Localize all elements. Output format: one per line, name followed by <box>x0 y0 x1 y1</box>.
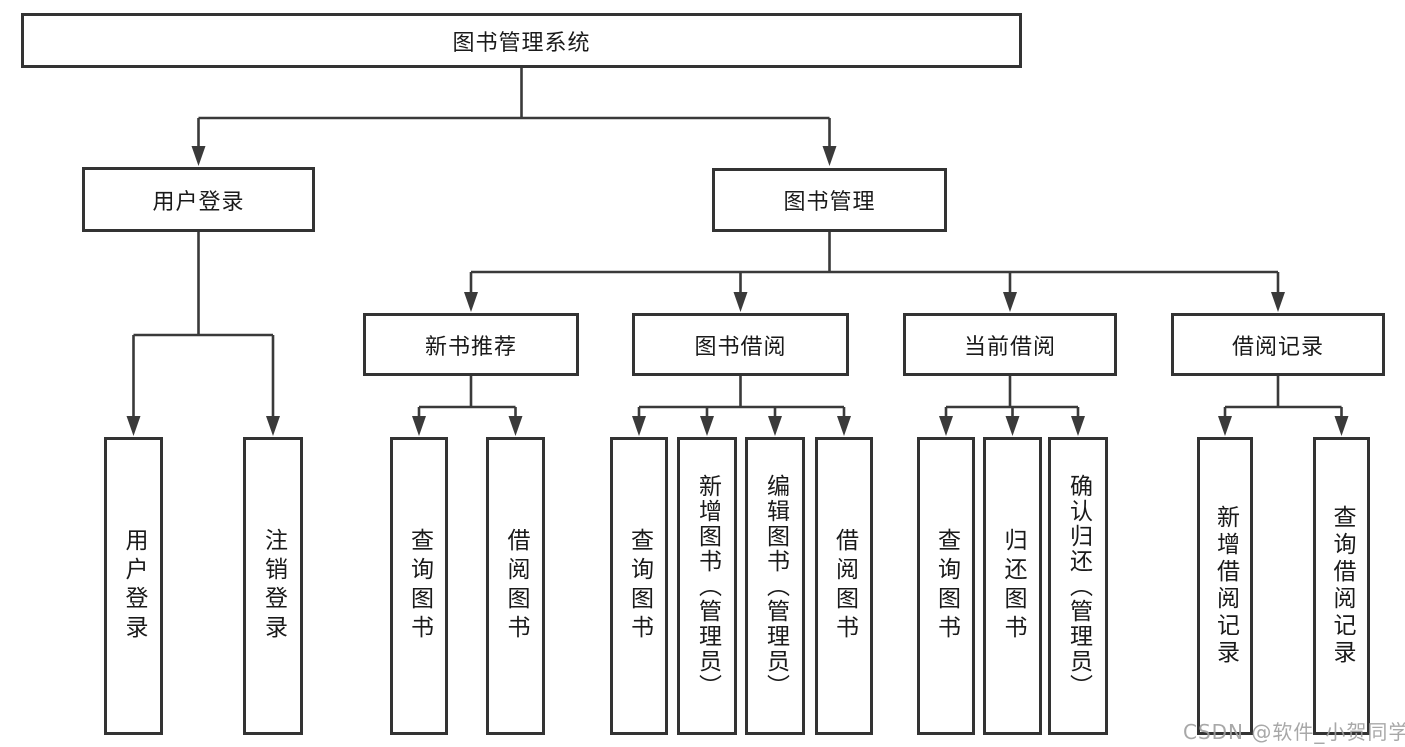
node-user-login-label: 用户登录 <box>152 189 245 215</box>
node-root: 图书管理系统 <box>21 13 1022 68</box>
node-borrow-records-label: 借阅记录 <box>1231 334 1324 360</box>
node-leaf-rec-query: 查询图书 <box>390 437 448 735</box>
node-book-borrow: 图书借阅 <box>632 313 849 376</box>
node-leaf-bb-add: 新增图书（管理员） <box>677 437 737 735</box>
node-leaf-bb-edit: 编辑图书（管理员） <box>745 437 805 735</box>
csdn-watermark: CSDN @软件_小贺同学 <box>1183 720 1405 744</box>
node-leaf-logout-label: 注销登录 <box>260 528 287 644</box>
node-leaf-cb-confirm-label: 确认归还（管理员） <box>1065 473 1092 699</box>
node-leaf-br-query: 查询借阅记录 <box>1313 437 1370 735</box>
node-leaf-bb-add-label: 新增图书（管理员） <box>694 473 721 699</box>
node-leaf-user-login: 用户登录 <box>104 437 163 735</box>
node-book-mgmt-label: 图书管理 <box>783 190 876 215</box>
node-leaf-logout: 注销登录 <box>243 437 303 735</box>
node-current-borrow: 当前借阅 <box>903 313 1117 376</box>
node-leaf-cb-query: 查询图书 <box>917 437 975 735</box>
node-leaf-cb-query-label: 查询图书 <box>933 528 960 644</box>
node-leaf-bb-query-label: 查询图书 <box>626 528 653 644</box>
node-leaf-br-add: 新增借阅记录 <box>1197 437 1253 735</box>
node-leaf-br-add-label: 新增借阅记录 <box>1212 505 1239 667</box>
node-leaf-rec-borrow: 借阅图书 <box>486 437 545 735</box>
node-leaf-bb-borrow: 借阅图书 <box>815 437 873 735</box>
node-leaf-bb-edit-label: 编辑图书（管理员） <box>762 473 789 699</box>
node-book-borrow-label: 图书借阅 <box>694 334 787 360</box>
node-new-book-rec-label: 新书推荐 <box>424 334 517 360</box>
node-leaf-cb-return: 归还图书 <box>983 437 1042 735</box>
node-leaf-br-query-label: 查询借阅记录 <box>1329 505 1355 667</box>
node-user-login: 用户登录 <box>82 167 315 232</box>
node-leaf-bb-query: 查询图书 <box>610 437 668 735</box>
node-leaf-cb-confirm: 确认归还（管理员） <box>1048 437 1108 735</box>
node-current-borrow-label: 当前借阅 <box>963 334 1056 360</box>
node-root-label: 图书管理系统 <box>452 30 591 56</box>
node-leaf-bb-borrow-label: 借阅图书 <box>831 528 858 644</box>
node-borrow-records: 借阅记录 <box>1171 313 1385 376</box>
node-leaf-rec-query-label: 查询图书 <box>406 528 433 644</box>
node-new-book-rec: 新书推荐 <box>363 313 579 376</box>
node-leaf-rec-borrow-label: 借阅图书 <box>503 528 529 644</box>
node-leaf-cb-return-label: 归还图书 <box>1000 528 1026 644</box>
node-leaf-user-login-label: 用户登录 <box>121 528 147 644</box>
node-book-mgmt: 图书管理 <box>712 168 947 232</box>
